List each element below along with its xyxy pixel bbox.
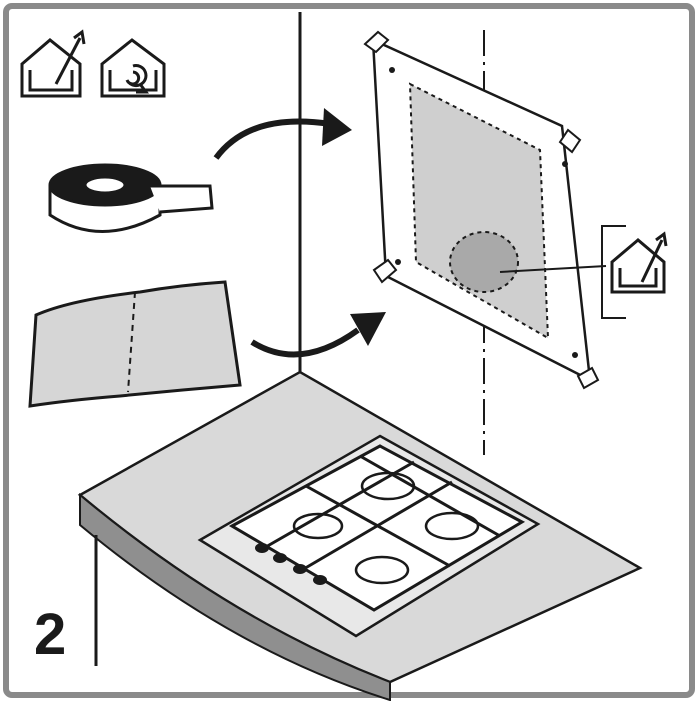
tape-pieces	[363, 30, 600, 390]
house-extraction-icon-callout	[610, 231, 668, 294]
house-recirculation-icon	[100, 38, 166, 98]
callout	[499, 225, 626, 319]
step-number: 2	[34, 602, 67, 667]
tape-roll-icon	[48, 163, 214, 233]
house-extraction-icon	[20, 29, 86, 98]
gas-hob	[197, 434, 541, 638]
template-sheet-icon	[28, 280, 242, 408]
arrow-icon-lower	[250, 312, 386, 358]
arrow-icon-upper	[213, 108, 352, 160]
wall-template	[371, 38, 592, 383]
hob-knobs	[255, 543, 327, 585]
